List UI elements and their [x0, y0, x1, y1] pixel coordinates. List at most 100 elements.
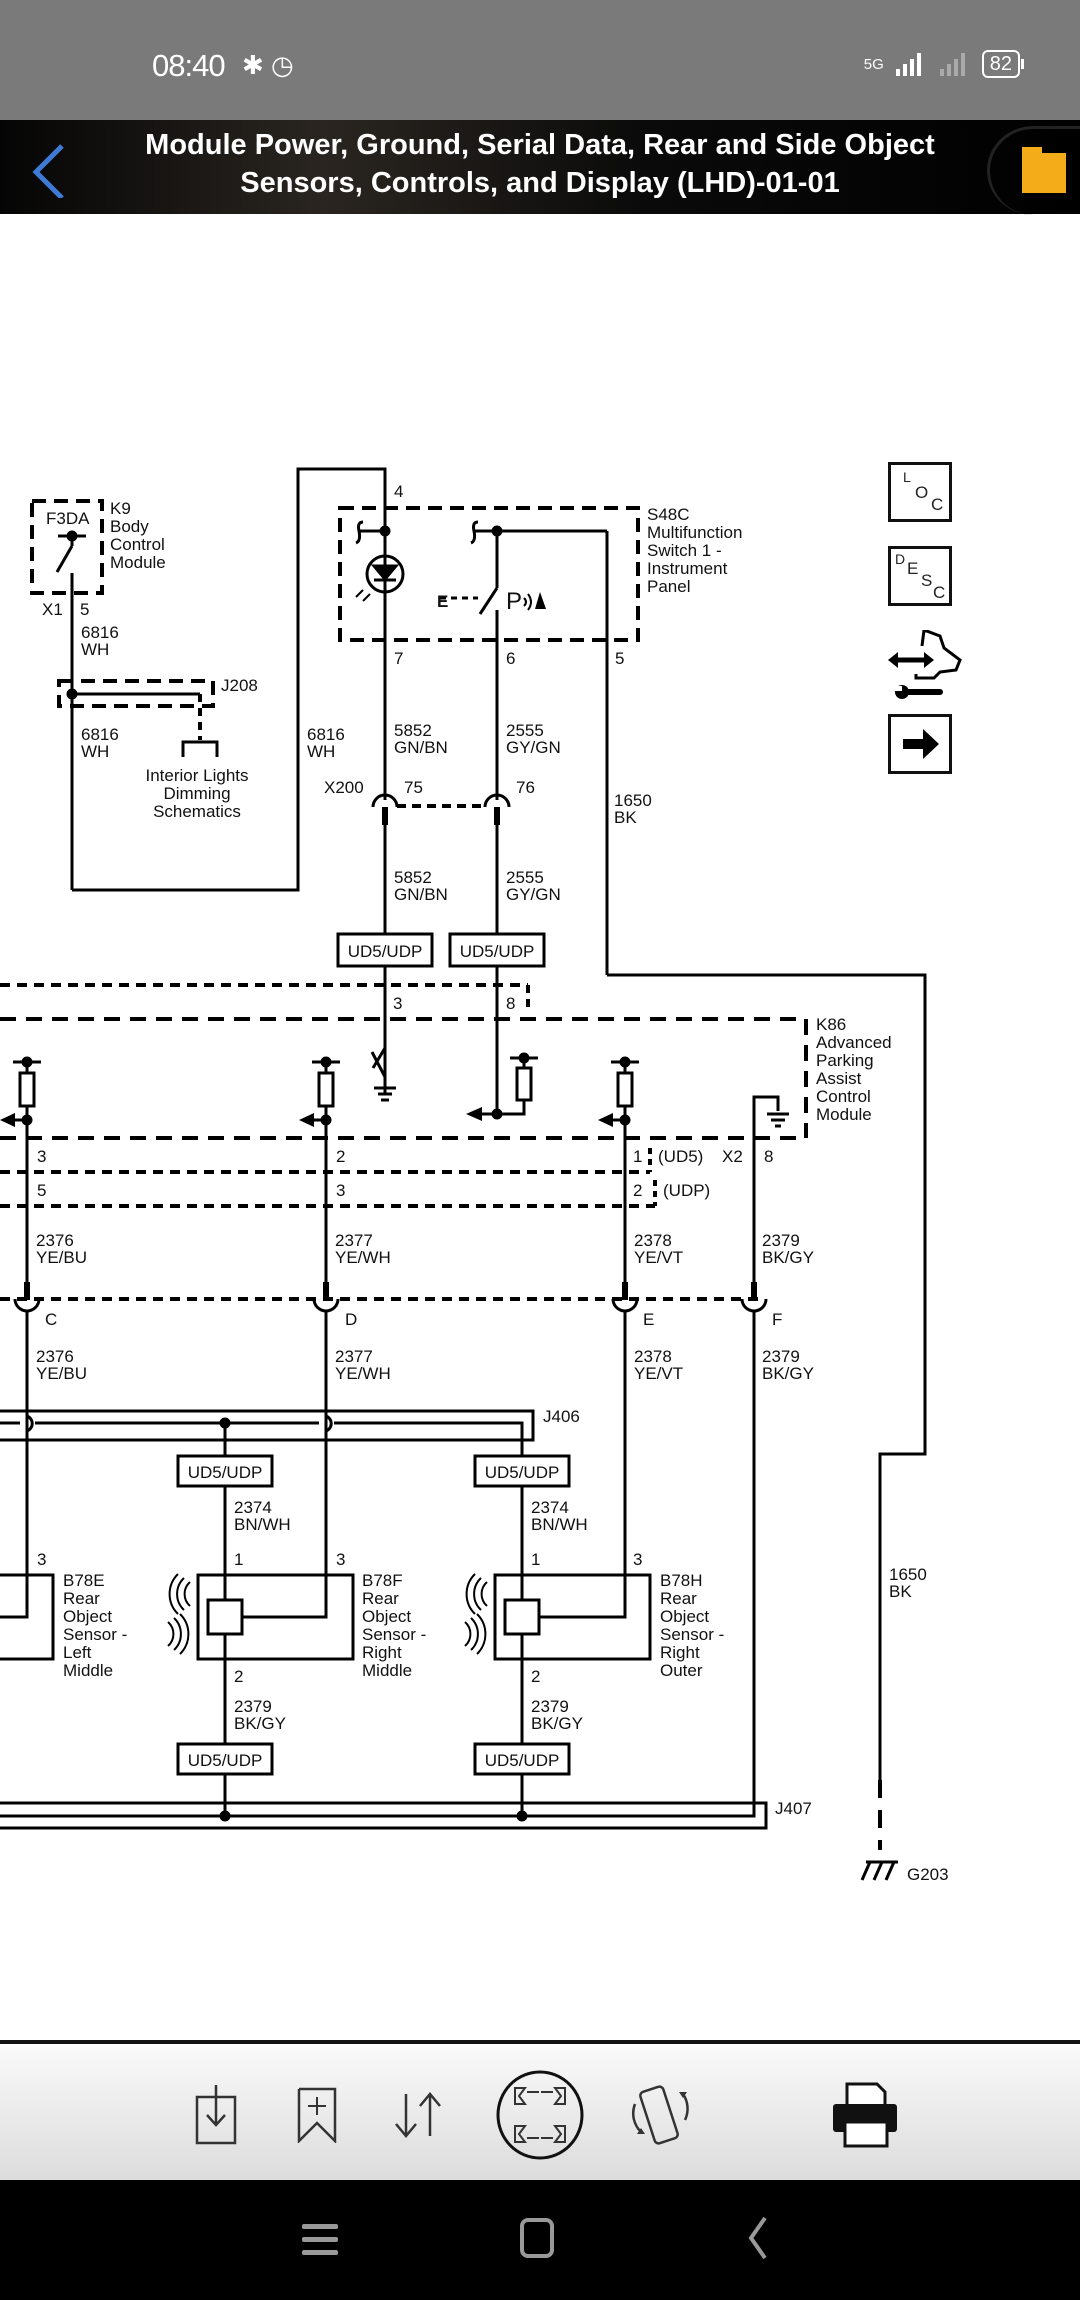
schematic-label: 2 — [531, 1667, 540, 1686]
schematic-label: J208 — [221, 676, 258, 695]
schematic-label: J407 — [775, 1799, 812, 1818]
ud5-udp-box: UD5/UDP — [176, 1454, 274, 1488]
bookmark-add-icon — [297, 2087, 337, 2143]
schematic-label: 1650 — [614, 791, 652, 810]
schematic-label: Panel — [647, 577, 690, 596]
schematic-label: Parking — [816, 1051, 874, 1070]
home-button[interactable] — [510, 2210, 570, 2270]
schematic-label: Right — [362, 1643, 402, 1662]
schematic-label: WH — [81, 742, 109, 761]
schematic-label: Sensor - — [362, 1625, 426, 1644]
b78e-sensor-left-middle: 3 B78E Rear Object Sensor - Left Middle — [0, 1550, 127, 1680]
system-nav-bar — [0, 2180, 1080, 2300]
schematic-label: Multifunction — [647, 523, 742, 542]
schematic-label: 2 — [633, 1181, 642, 1200]
schematic-label: UD5/UDP — [348, 942, 423, 961]
schematic-label: 3 — [336, 1181, 345, 1200]
schematic-label: Assist — [816, 1069, 862, 1088]
schematic-label: 3 — [336, 1550, 345, 1569]
schematic-label: 2379 — [531, 1697, 569, 1716]
schematic-label: YE/VT — [634, 1364, 683, 1383]
app-header: Module Power, Ground, Serial Data, Rear … — [0, 120, 1080, 215]
fit-screen-icon — [496, 2070, 584, 2160]
schematic-label: Sensor - — [660, 1625, 724, 1644]
schematic-label: Module — [816, 1105, 872, 1124]
side-tools: L O C D E S C — [888, 462, 962, 798]
schematic-label: 2378 — [634, 1231, 672, 1250]
next-arrow-icon — [903, 729, 939, 759]
alarm-icon: ◷ — [271, 50, 294, 80]
system-back-button[interactable] — [735, 2210, 795, 2270]
schematic-label: 3 — [393, 994, 402, 1013]
schematic-label: 2377 — [335, 1347, 373, 1366]
status-time: 08:40 — [152, 48, 226, 83]
channel-resistors — [0, 1056, 639, 1300]
back-button[interactable] — [26, 142, 76, 200]
bookmark-button[interactable] — [292, 2070, 342, 2160]
schematic-label: Advanced — [816, 1033, 892, 1052]
ud5-udp-box: UD5/UDP — [336, 932, 434, 968]
download-button[interactable] — [186, 2070, 246, 2160]
schematic-label: UD5/UDP — [485, 1463, 560, 1482]
schematic-label: 3 — [633, 1550, 642, 1569]
network-label: 5G — [863, 55, 884, 73]
schematic-label: WH — [81, 640, 109, 659]
inline-connector: C D E F — [0, 1282, 782, 1329]
ud5-udp-box: UD5/UDP — [473, 1742, 571, 1776]
schematic-label: X200 — [324, 778, 364, 797]
schematic-label: 5 — [80, 600, 89, 619]
schematic-label: BK/GY — [762, 1364, 814, 1383]
schematic-label: 6 — [506, 649, 515, 668]
b78f-sensor-right-middle: 1 3 2 B78F Rear Object Sensor - Right Mi… — [167, 1550, 426, 1700]
folder-button[interactable] — [987, 126, 1080, 215]
schematic-label: (UDP) — [663, 1181, 710, 1200]
fit-screen-button[interactable] — [494, 2070, 586, 2160]
ud5-udp-box: UD5/UDP — [176, 1742, 274, 1776]
desc-button[interactable]: D E S C — [888, 546, 952, 606]
schematic-label: 2374 — [531, 1498, 569, 1517]
schematic-label: BK/GY — [531, 1714, 583, 1733]
diagnostic-button[interactable] — [888, 627, 962, 700]
print-button[interactable] — [828, 2070, 904, 2160]
k86-pin-rows: 3 5 2 3 1 2 (UD5) (UDP) X2 8 — [0, 1147, 773, 1208]
schematic-label: Dimming — [163, 784, 230, 803]
g203-ground: G203 — [860, 1860, 949, 1884]
schematic-label: Control — [816, 1087, 871, 1106]
schematic-label: E — [643, 1310, 654, 1329]
schematic-label: UD5/UDP — [188, 1751, 263, 1770]
schematic-label: 1650 — [889, 1565, 927, 1584]
x200-connector: X200 75 76 — [324, 778, 535, 825]
schematic-label: 76 — [516, 778, 535, 797]
schematic-label: YE/WH — [335, 1364, 391, 1383]
schematic-label: 2379 — [762, 1231, 800, 1250]
download-icon — [195, 2085, 237, 2145]
schematic-label: 2555 — [506, 721, 544, 740]
bottom-toolbar — [0, 2040, 1080, 2180]
schematic-label: 5852 — [394, 721, 432, 740]
schematic-label: 2379 — [234, 1697, 272, 1716]
rotate-button[interactable] — [625, 2070, 695, 2160]
schematic-label: 2376 — [36, 1347, 74, 1366]
loc-button[interactable]: L O C — [888, 462, 952, 522]
wiring-diagram[interactable]: F3DA K9 Body Control Module X1 5 6816 WH… — [0, 214, 1080, 2040]
schematic-label: Instrument — [647, 559, 728, 578]
schematic-label: 2379 — [762, 1347, 800, 1366]
recents-button[interactable] — [292, 2210, 352, 2270]
schematic-svg: F3DA K9 Body Control Module X1 5 6816 WH… — [0, 467, 949, 1884]
schematic-label: 2378 — [634, 1347, 672, 1366]
schematic-label: GN/BN — [394, 738, 448, 757]
schematic-label: K9 — [110, 499, 131, 518]
schematic-label: Body — [110, 517, 149, 536]
schematic-label: 75 — [404, 778, 423, 797]
next-button[interactable] — [888, 714, 952, 774]
sort-button[interactable] — [388, 2070, 448, 2160]
schematic-label: UD5/UDP — [188, 1463, 263, 1482]
recents-icon — [302, 2224, 338, 2255]
schematic-label: BK — [614, 808, 637, 827]
schematic-label: UD5/UDP — [460, 942, 535, 961]
status-right: 5G 82 — [863, 50, 1025, 78]
schematic-label: J406 — [543, 1407, 580, 1426]
schematic-label: YE/VT — [634, 1248, 683, 1267]
schematic-label: Control — [110, 535, 165, 554]
schematic-label: D — [345, 1310, 357, 1329]
